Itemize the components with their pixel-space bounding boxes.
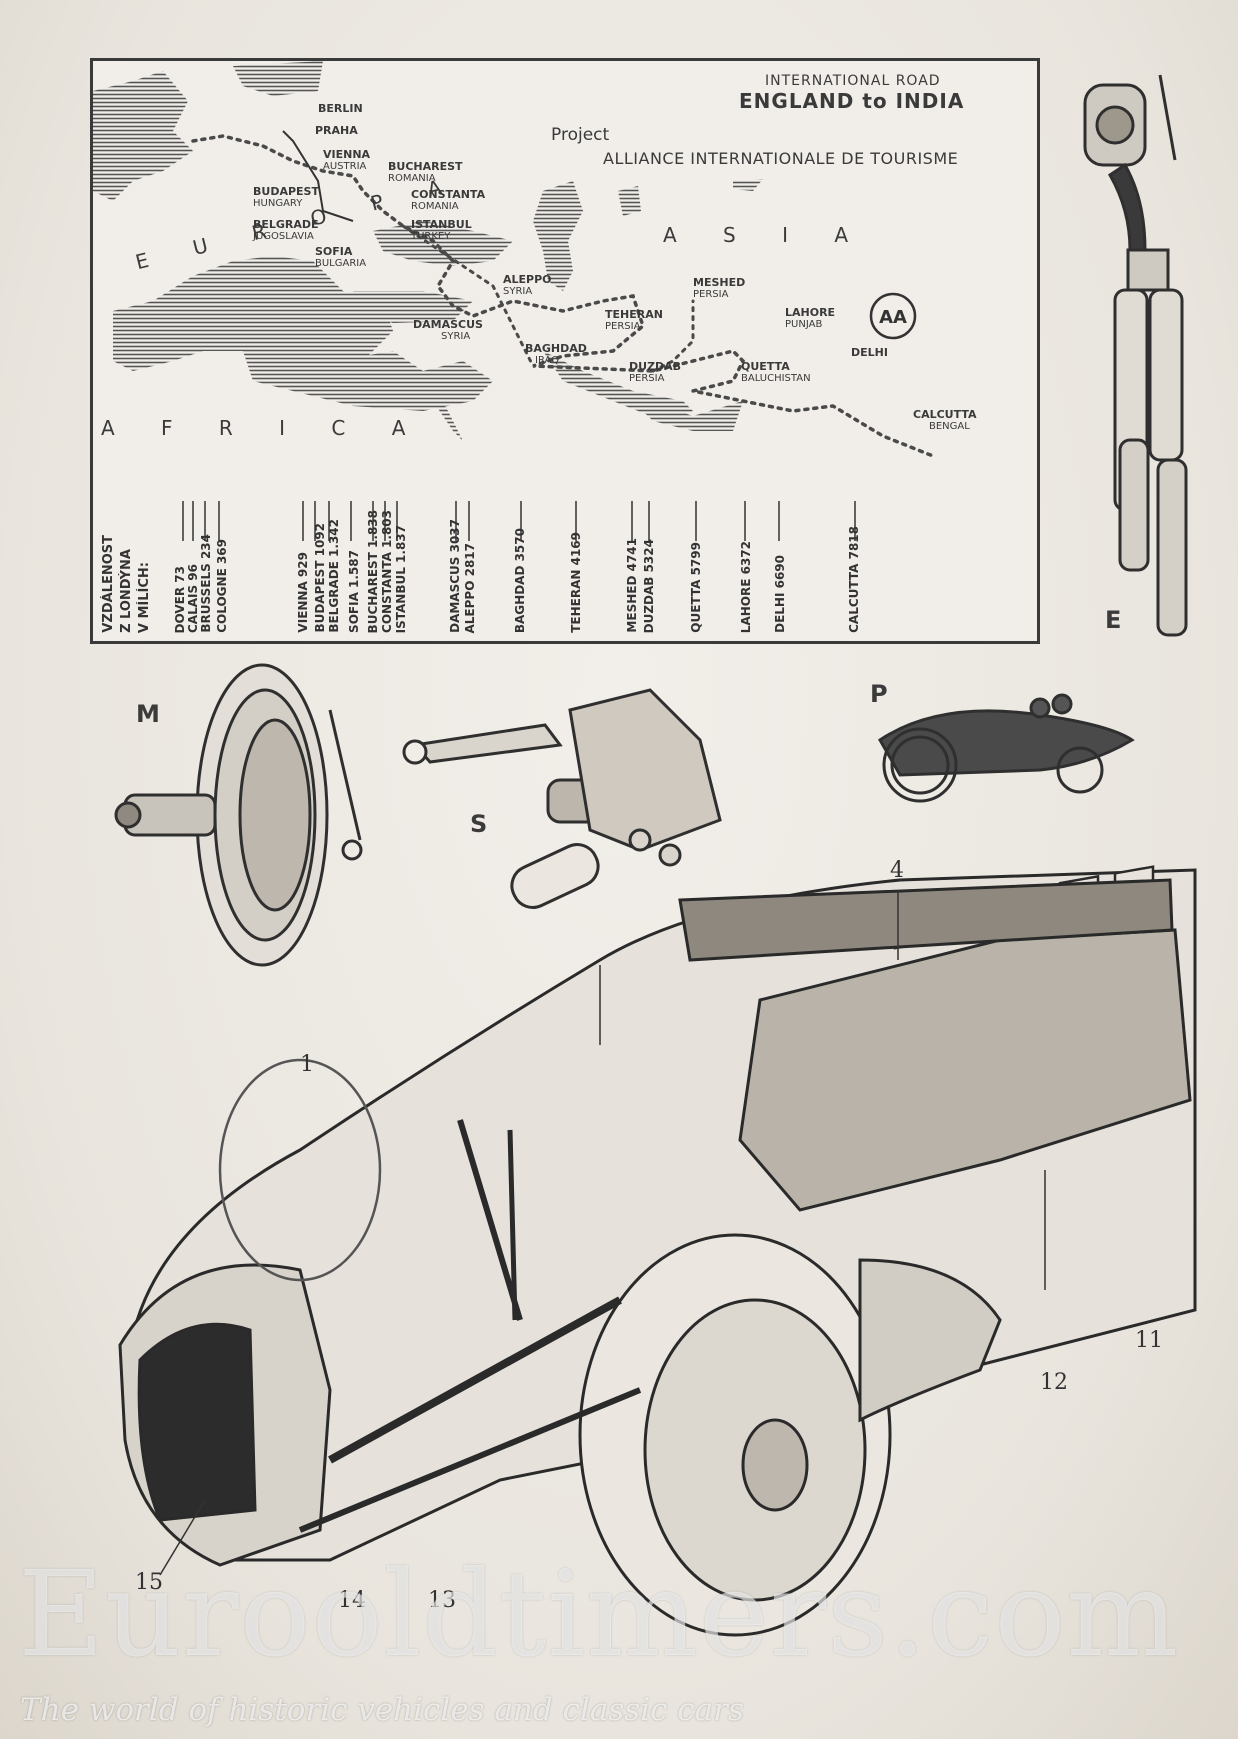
- callout-11: 11: [1135, 1328, 1163, 1353]
- callout-12: 12: [1040, 1370, 1068, 1395]
- map-project-label: Project: [551, 125, 610, 145]
- callout-4: 4: [890, 858, 904, 883]
- city-delhi: DELHI: [851, 346, 888, 359]
- svg-text:AA: AA: [879, 307, 907, 328]
- city-praha: PRAHA: [315, 124, 358, 137]
- callout-15: 15: [135, 1570, 163, 1595]
- callout-1: 1: [300, 1052, 314, 1077]
- land-speed-car-cutaway-drawing: [118, 865, 1197, 1637]
- racing-car-drawing: [878, 693, 1135, 803]
- aa-emblem-icon: AA: [869, 292, 917, 340]
- brake-drum-drawing: [114, 663, 363, 967]
- figure-label-m: M: [136, 700, 160, 728]
- map-geography: AA: [93, 61, 935, 541]
- crank-mechanism-drawing: [402, 688, 722, 909]
- figure-label-e: E: [1105, 606, 1122, 634]
- watermark-tagline: The world of historic vehicles and class…: [20, 1692, 744, 1728]
- watermark-brand: Eurooldtimers.com: [18, 1545, 1180, 1683]
- callout-14: 14: [338, 1588, 366, 1613]
- city-berlin: BERLIN: [318, 102, 363, 115]
- map-title-line1: INTERNATIONAL ROAD: [765, 73, 941, 89]
- continent-asia: A S I A: [663, 223, 869, 247]
- map-alliance-label: ALLIANCE INTERNATIONALE DE TOURISME: [603, 149, 959, 168]
- route-map: AA: [90, 58, 1040, 644]
- figure-label-p: P: [870, 680, 888, 708]
- figure-label-s: S: [470, 810, 488, 838]
- callout-13: 13: [428, 1588, 456, 1613]
- exhaust-pipe-drawing: [1083, 74, 1188, 637]
- map-title-line2: ENGLAND to INDIA: [739, 89, 965, 113]
- continent-africa: A F R I C A: [101, 416, 426, 440]
